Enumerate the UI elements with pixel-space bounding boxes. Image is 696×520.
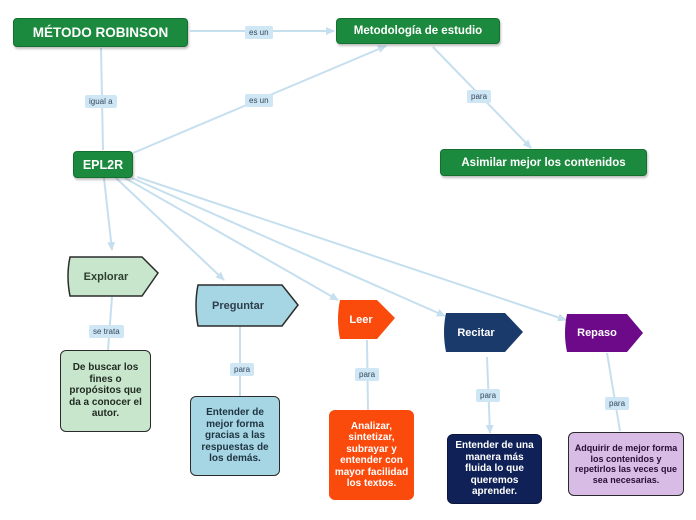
label-para-recitar: para bbox=[476, 389, 501, 402]
explorar-description[interactable]: De buscar los fines o propósitos que da … bbox=[60, 350, 151, 432]
edge-explorar-desc bbox=[107, 296, 113, 351]
repaso-description[interactable]: Adquirir de mejor forma los contenidos y… bbox=[568, 432, 684, 496]
edge-repaso-desc bbox=[606, 352, 621, 432]
label-para-asimilar: para bbox=[467, 90, 492, 103]
label-para-preguntar: para bbox=[230, 363, 255, 376]
edge-epl2r-repaso bbox=[136, 176, 567, 322]
label-se-trata: se trata bbox=[89, 325, 124, 338]
repaso-node[interactable]: Repaso bbox=[577, 327, 617, 339]
edge-epl2r-preguntar bbox=[115, 177, 225, 281]
label-para-leer: para bbox=[355, 368, 380, 381]
edge-epl2r-explorar bbox=[103, 177, 116, 251]
label-es-un-top: es un bbox=[245, 26, 273, 39]
asimilar-node[interactable]: Asimilar mejor los contenidos bbox=[440, 149, 647, 176]
repaso-shape bbox=[565, 314, 643, 352]
explorar-shape bbox=[67, 256, 159, 297]
preguntar-shape bbox=[195, 284, 299, 327]
label-igual-a: igual a bbox=[85, 95, 117, 108]
label-para-repaso: para bbox=[605, 397, 630, 410]
edge-epl2r-recitar bbox=[131, 177, 446, 317]
epl2r-node[interactable]: EPL2R bbox=[73, 151, 133, 178]
leer-node[interactable]: Leer bbox=[349, 313, 373, 326]
recitar-shape bbox=[444, 313, 523, 352]
preguntar-node[interactable]: Preguntar bbox=[212, 299, 264, 312]
metodo-robinson-node[interactable]: MÉTODO ROBINSON bbox=[13, 18, 188, 47]
metodologia-node[interactable]: Metodología de estudio bbox=[336, 18, 500, 44]
leer-description[interactable]: Analizar, sintetizar, subrayar y entende… bbox=[329, 410, 414, 500]
explorar-node[interactable]: Explorar bbox=[83, 270, 129, 283]
leer-shape bbox=[338, 300, 395, 339]
label-es-un-mid: es un bbox=[245, 94, 273, 107]
recitar-description[interactable]: Entender de una manera más fluida lo que… bbox=[447, 434, 542, 504]
recitar-node[interactable]: Recitar bbox=[457, 326, 495, 339]
edge-epl2r-leer bbox=[124, 177, 339, 301]
preguntar-description[interactable]: Entender de mejor forma gracias a las re… bbox=[190, 396, 280, 476]
